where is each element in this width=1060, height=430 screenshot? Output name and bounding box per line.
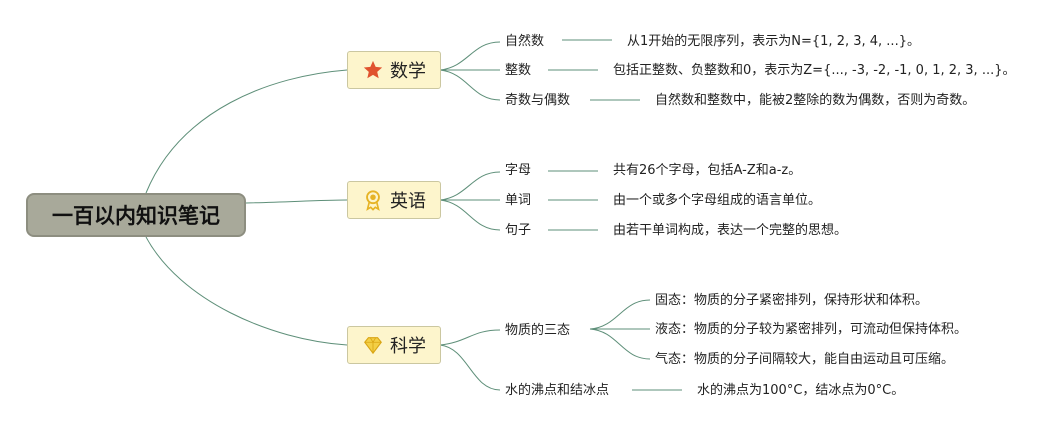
english-topic-sentences[interactable]: 句子 (505, 223, 532, 238)
science-topic-states[interactable]: 物质的三态 (505, 323, 571, 338)
link-math-topic3 (439, 69, 501, 101)
link-english-topic3 (439, 199, 501, 231)
english-note-words: 由一个或多个字母组成的语言单位。 (613, 193, 822, 208)
link-states-gas (589, 328, 651, 360)
branch-english-label: 英语 (390, 191, 426, 212)
link-root-math (145, 69, 348, 194)
link-root-science (145, 236, 348, 346)
science-note-water: 水的沸点为100°C，结冰点为0°C。 (697, 383, 905, 398)
link-science-topic1 (439, 329, 501, 346)
link-english-topic1 (439, 171, 501, 201)
branch-math-label: 数学 (390, 61, 426, 82)
english-note-letters: 共有26个字母，包括A-Z和a-z。 (613, 163, 802, 178)
english-note-sentences: 由若干单词构成，表达一个完整的思想。 (613, 223, 848, 238)
math-note-natural: 从1开始的无限序列，表示为N={1, 2, 3, 4, ...}。 (627, 34, 920, 49)
english-topic-words[interactable]: 单词 (505, 193, 532, 208)
math-note-odd-even: 自然数和整数中，能被2整除的数为偶数，否则为奇数。 (655, 93, 976, 108)
science-topic-water[interactable]: 水的沸点和结冰点 (505, 383, 610, 398)
branch-math[interactable]: 数学 (347, 51, 441, 89)
math-topic-natural[interactable]: 自然数 (505, 34, 545, 49)
science-note-liquid[interactable]: 液态：物质的分子较为紧密排列，可流动但保持体积。 (655, 322, 968, 337)
english-topic-letters[interactable]: 字母 (505, 163, 532, 178)
math-note-integer: 包括正整数、负整数和0，表示为Z={..., -3, -2, -1, 0, 1,… (613, 63, 1016, 78)
link-science-topic2 (439, 344, 501, 391)
link-math-topic1 (439, 41, 501, 71)
math-topic-odd-even[interactable]: 奇数与偶数 (505, 93, 571, 108)
root-topic[interactable]: 一百以内知识笔记 (26, 193, 246, 237)
diamond-icon (362, 334, 384, 356)
link-states-solid (589, 299, 651, 330)
award-ribbon-icon (362, 189, 384, 211)
branch-science-label: 科学 (390, 336, 426, 357)
math-topic-integer[interactable]: 整数 (505, 63, 532, 78)
link-root-english (245, 199, 348, 204)
star-icon (362, 59, 384, 81)
branch-science[interactable]: 科学 (347, 326, 441, 364)
root-title: 一百以内知识笔记 (52, 204, 220, 228)
science-note-solid[interactable]: 固态：物质的分子紧密排列，保持形状和体积。 (655, 293, 929, 308)
science-note-gas[interactable]: 气态：物质的分子间隔较大，能自由运动且可压缩。 (655, 352, 955, 367)
branch-english[interactable]: 英语 (347, 181, 441, 219)
